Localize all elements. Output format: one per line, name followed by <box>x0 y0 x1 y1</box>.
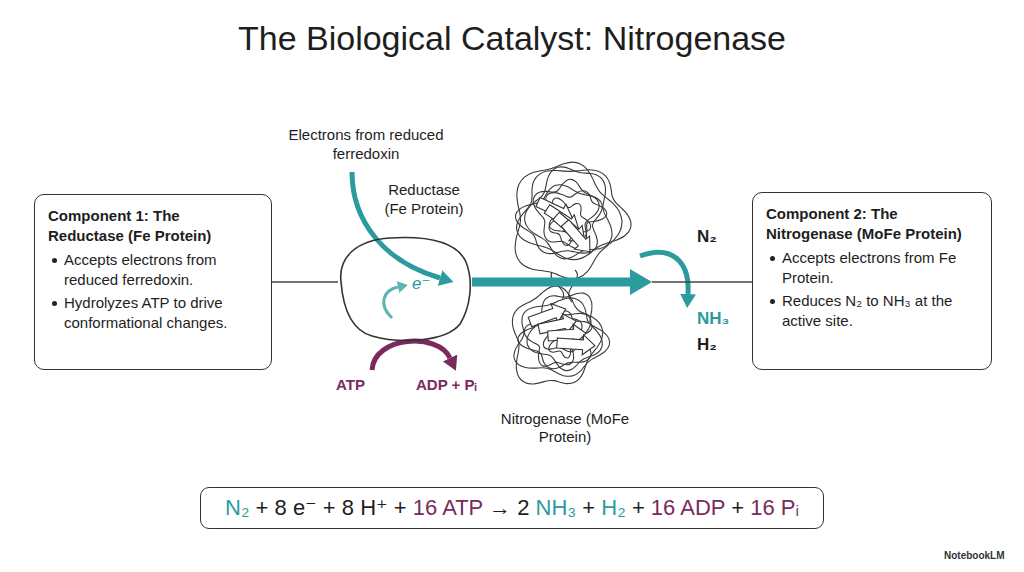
beta-strand <box>556 333 595 356</box>
bullet-dot <box>770 299 775 304</box>
bullet-text: Accepts electrons from Fe Protein. <box>782 249 956 286</box>
bullet-item: Hydrolyzes ATP to drive conformational c… <box>48 293 259 332</box>
beta-strand <box>557 216 597 258</box>
reactant-label: ATP <box>336 376 365 395</box>
protein-ribbon <box>512 286 602 384</box>
product-label: ADP + Pᵢ <box>416 376 477 395</box>
bullet-item: Accepts electrons from Fe Protein. <box>766 248 979 287</box>
component-box: Component 2: The Nitrogenase (MoFe Prote… <box>752 192 992 370</box>
component-box: Component 1: The Reductase (Fe Protein) A… <box>34 194 272 370</box>
protein-structure: Nitrogenase (MoFe Protein) <box>478 145 652 450</box>
structure-label: Nitrogenase (MoFe Protein) <box>478 410 652 451</box>
source-label: Electrons from reduced ferredoxin <box>280 126 452 164</box>
electron-transfer-arrow <box>472 278 630 287</box>
bullet-dot <box>52 258 57 263</box>
atp-hydrolysis-arrow <box>372 341 450 370</box>
connector-line <box>652 281 752 283</box>
substrate-label: N₂ <box>697 226 717 247</box>
blob-label: Reductase (Fe Protein) <box>378 178 470 219</box>
equation-box: N₂ + 8 e⁻ + 8 H⁺ + 16 ATP → 2 NH₃ + H₂ +… <box>200 487 824 529</box>
box-heading: Component 1: The Reductase (Fe Protein) <box>48 206 259 245</box>
bullet-item: Accepts electrons from reduced ferredoxi… <box>48 250 259 289</box>
reduction-arrow <box>640 252 688 294</box>
protein-ribbon <box>527 293 602 371</box>
bullet-item: Reduces N₂ to NH₃ at the active site. <box>766 291 979 330</box>
electron-label: e⁻ <box>412 273 430 294</box>
product-label: NH₃ <box>697 308 729 329</box>
protein-ribbon <box>517 170 631 260</box>
electron-arrow <box>384 287 398 318</box>
watermark: NotebookLM <box>944 550 1005 563</box>
blob-outline <box>341 238 471 341</box>
product-label: H₂ <box>697 334 717 355</box>
bullet-dot <box>770 256 775 261</box>
diagram-title: The Biological Catalyst: Nitrogenase <box>0 18 1024 59</box>
equation-text: N₂ + 8 e⁻ + 8 H⁺ + 16 ATP → 2 NH₃ + H₂ +… <box>225 495 799 521</box>
protein-ribbon <box>514 298 610 376</box>
bullet-text: Accepts electrons from reduced ferredoxi… <box>64 251 217 288</box>
protein-ribbon <box>515 162 622 279</box>
bullet-dot <box>52 301 57 306</box>
connector-line <box>272 281 338 283</box>
bullet-text: Reduces N₂ to NH₃ at the active site. <box>782 292 952 329</box>
box-heading: Component 2: The Nitrogenase (MoFe Prote… <box>766 204 979 243</box>
protein-blob: Reductase (Fe Protein) <box>338 178 472 344</box>
bullet-text: Hydrolyzes ATP to drive conformational c… <box>64 294 227 331</box>
